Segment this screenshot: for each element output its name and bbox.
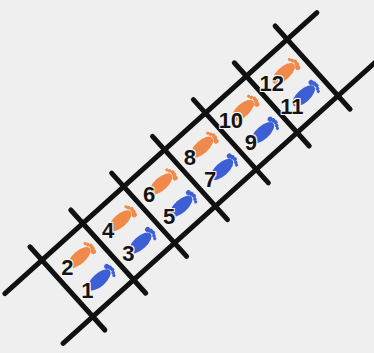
foot-toe [193,200,198,205]
foot-toe [124,204,129,209]
foot-toe [153,236,158,241]
foot-toe [275,126,280,131]
callout-number: 10 [219,110,243,132]
callout-number: 7 [204,169,216,191]
callout-number: 3 [122,243,134,265]
foot-toe [205,131,210,136]
foot-toe [83,241,88,246]
callout-number: 9 [245,132,257,154]
callout-number: 8 [184,147,196,169]
callout-number: 5 [163,206,175,228]
foot-toe [112,273,117,278]
foot-toe [287,57,292,62]
callout-number: 2 [61,257,73,279]
callout-number: 4 [102,220,114,242]
foot-toe [234,163,239,168]
callout-number: 6 [143,184,155,206]
ladder-rail [5,13,317,294]
foot-toe [165,168,170,173]
callout-number: 1 [81,280,93,302]
foot-toe [246,94,251,99]
callout-number: 12 [259,73,283,95]
ladder-rail [63,62,374,343]
callout-number: 11 [280,96,303,118]
foot-toe [316,89,321,94]
